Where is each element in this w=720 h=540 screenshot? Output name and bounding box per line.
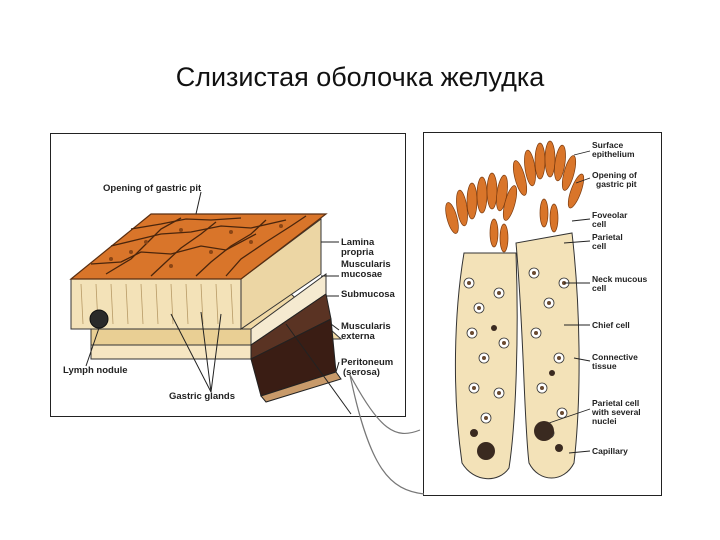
label-surface-epithelium-2: epithelium (592, 149, 635, 159)
label-parietal-nuclei-2: with several (592, 407, 641, 417)
stomach-wall-illustration (69, 191, 352, 415)
label-parietal-cell-1: Parietal (592, 232, 623, 242)
label-muscularis-externa-2: externa (341, 331, 375, 342)
label-surface-epithelium-1: Surface (592, 140, 624, 150)
label-chief-cell: Chief cell (592, 320, 630, 330)
label-muscularis-mucosae-2: mucosae (341, 269, 383, 280)
label-connective-tissue-1: Connective (592, 352, 638, 362)
label-lymph-nodule: Lymph nodule (63, 365, 128, 376)
label-gastric-glands: Gastric glands (169, 391, 235, 402)
label-parietal-cell-2: cell (592, 241, 607, 251)
label-parietal-nuclei-1: Parietal cell (592, 398, 640, 408)
label-foveolar-cell-2: cell (592, 219, 607, 229)
gastric-gland-diagram: Surface epithelium Opening of gastric pi… (423, 132, 662, 496)
label-connective-tissue-2: tissue (592, 361, 617, 371)
label-opening-gastric-pit-1: Opening of (592, 170, 637, 180)
label-capillary: Capillary (592, 446, 628, 456)
gastric-gland-illustration (445, 140, 591, 480)
stomach-wall-diagram: Opening of gastric pit Lamina propria Mu… (50, 133, 406, 417)
label-neck-mucous-cell-1: Neck mucous (592, 274, 648, 284)
label-foveolar-cell-1: Foveolar (592, 210, 628, 220)
label-peritoneum-1: Peritoneum (341, 357, 394, 368)
page-title: Слизистая оболочка желудка (175, 62, 545, 92)
label-parietal-nuclei-3: nuclei (592, 416, 617, 426)
label-opening-gastric-pit-2: gastric pit (596, 179, 637, 189)
label-submucosa: Submucosa (341, 289, 395, 300)
label-muscularis-externa-1: Muscularis (341, 321, 391, 332)
label-lamina-propria-1: Lamina (341, 237, 375, 248)
label-neck-mucous-cell-2: cell (592, 283, 607, 293)
label-opening-gastric-pit: Opening of gastric pit (103, 183, 202, 194)
label-peritoneum-2: (serosa) (343, 367, 380, 378)
label-lamina-propria-2: propria (341, 247, 374, 258)
label-muscularis-mucosae-1: Muscularis (341, 259, 391, 270)
